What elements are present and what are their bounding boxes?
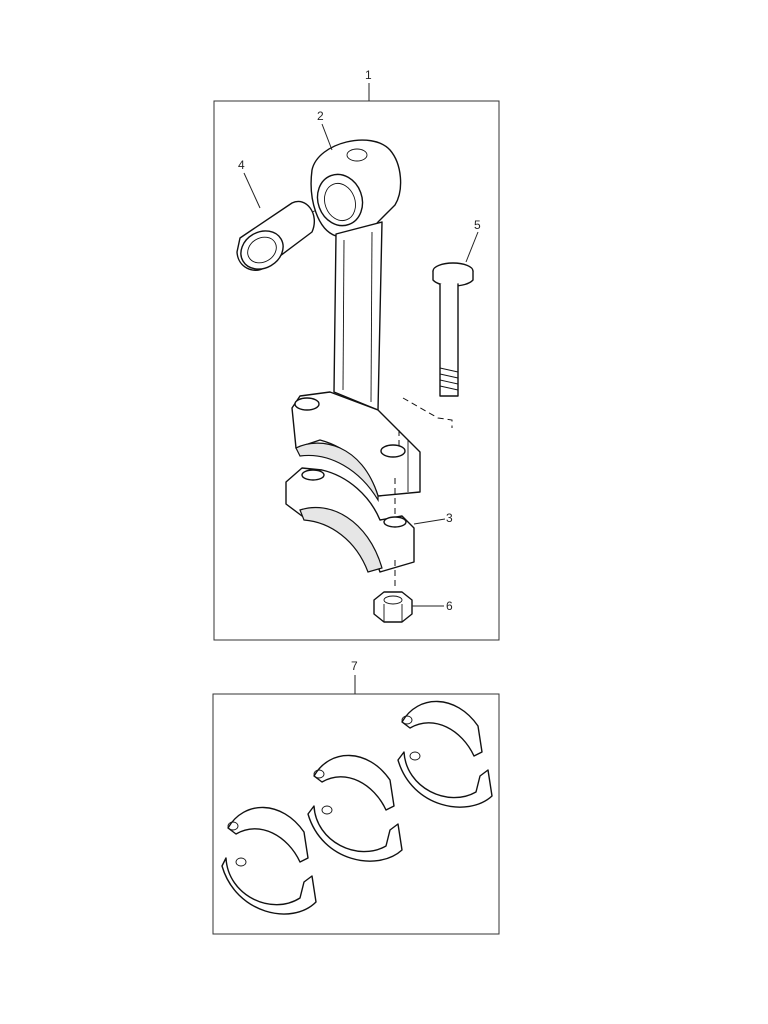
rod-cap-part: 3 xyxy=(285,430,453,590)
callout-6: 6 xyxy=(446,599,453,613)
assembly-7-group: 7 xyxy=(212,659,500,935)
callout-1: 1 xyxy=(365,68,372,82)
bearing-shell-set xyxy=(221,700,493,915)
assembly-7-frame xyxy=(212,693,500,935)
callout-4: 4 xyxy=(238,158,245,172)
callout-7: 7 xyxy=(351,659,358,673)
callout-3: 3 xyxy=(446,511,453,525)
bolt-part: 5 xyxy=(402,218,481,428)
connecting-rod-part: 2 xyxy=(291,109,421,503)
assembly-1-frame xyxy=(213,100,500,641)
callout-5: 5 xyxy=(474,218,481,232)
bearing-shell-pair-2 xyxy=(307,754,403,862)
bearing-shell-pair-3 xyxy=(397,700,493,808)
nut-part: 6 xyxy=(373,591,453,623)
callout-2: 2 xyxy=(317,109,324,123)
assembly-1-group: 1 xyxy=(213,68,500,641)
bearing-shell-pair-1 xyxy=(221,806,317,915)
